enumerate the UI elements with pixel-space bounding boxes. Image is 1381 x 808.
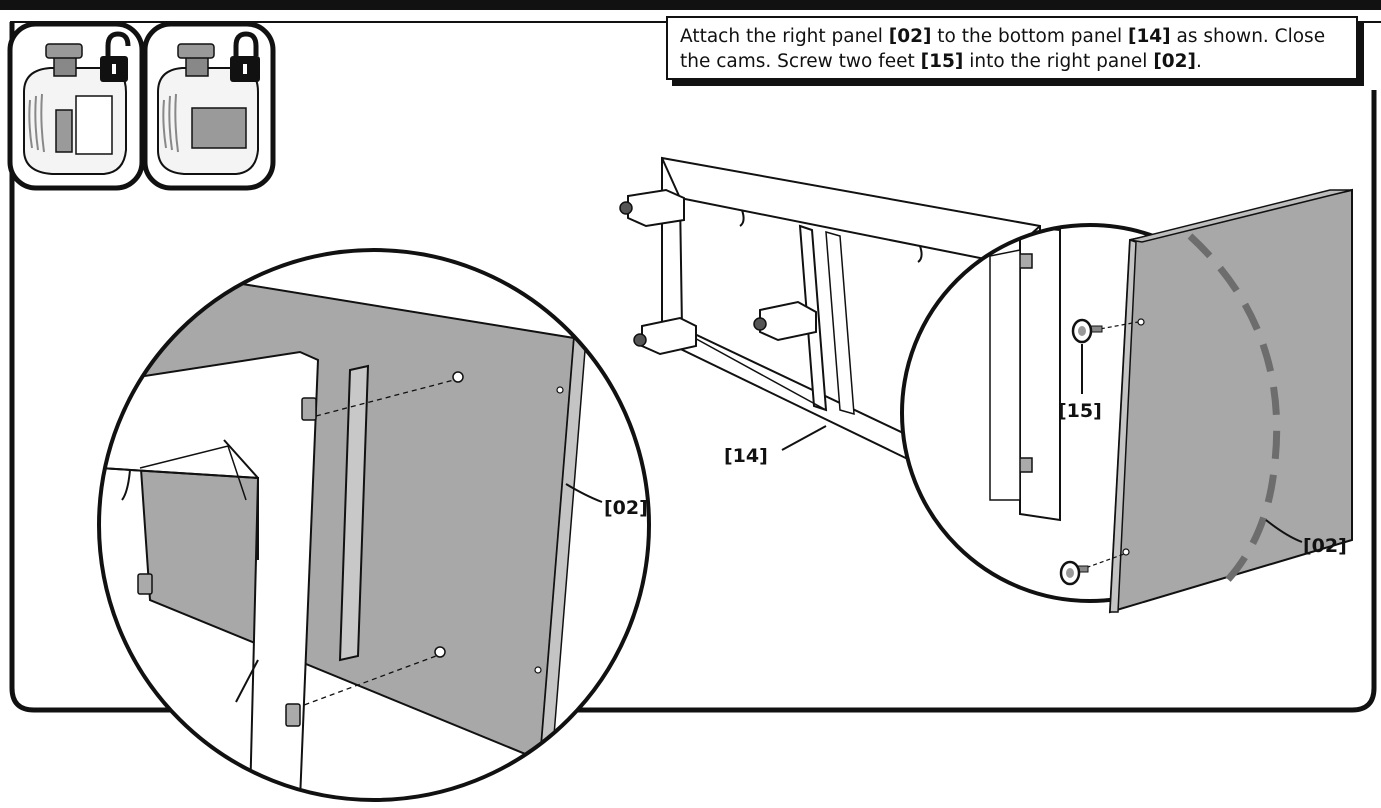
foot-top <box>1071 318 1139 344</box>
unlocked-padlock-icon <box>100 31 131 82</box>
instruction-text: as shown. Close the cams. Screw two feet <box>680 26 1326 72</box>
label-feet: [15] <box>1058 400 1102 422</box>
ref-right-panel: [02] <box>888 26 932 47</box>
ref-right-panel: [02] <box>1153 51 1196 72</box>
instruction-text: . <box>1195 51 1202 72</box>
label-right-panel-detail: [02] <box>604 497 648 519</box>
leader-right-panel-main <box>1265 519 1303 543</box>
label-right-panel-main: [02] <box>1303 535 1347 557</box>
instruction-text: Attach the right panel <box>680 26 889 47</box>
leader-bottom-panel <box>781 425 827 451</box>
ref-feet: [15] <box>920 51 964 72</box>
instruction-text: to the bottom panel <box>931 26 1128 47</box>
top-border <box>0 0 1381 10</box>
locked-padlock-icon <box>230 31 260 82</box>
instruction-text: into the right panel <box>963 51 1154 72</box>
instruction-box: Attach the right panel [02] to the botto… <box>666 16 1358 80</box>
step-frame <box>9 22 1377 713</box>
left-detail-circle <box>97 248 651 802</box>
leader-right-panel-detail <box>565 483 603 503</box>
ref-bottom-panel: [14] <box>1127 26 1171 47</box>
foot-bottom <box>1059 553 1125 586</box>
right-panel <box>1108 188 1353 614</box>
cam-open-icon <box>7 21 145 191</box>
label-bottom-panel: [14] <box>724 445 768 467</box>
